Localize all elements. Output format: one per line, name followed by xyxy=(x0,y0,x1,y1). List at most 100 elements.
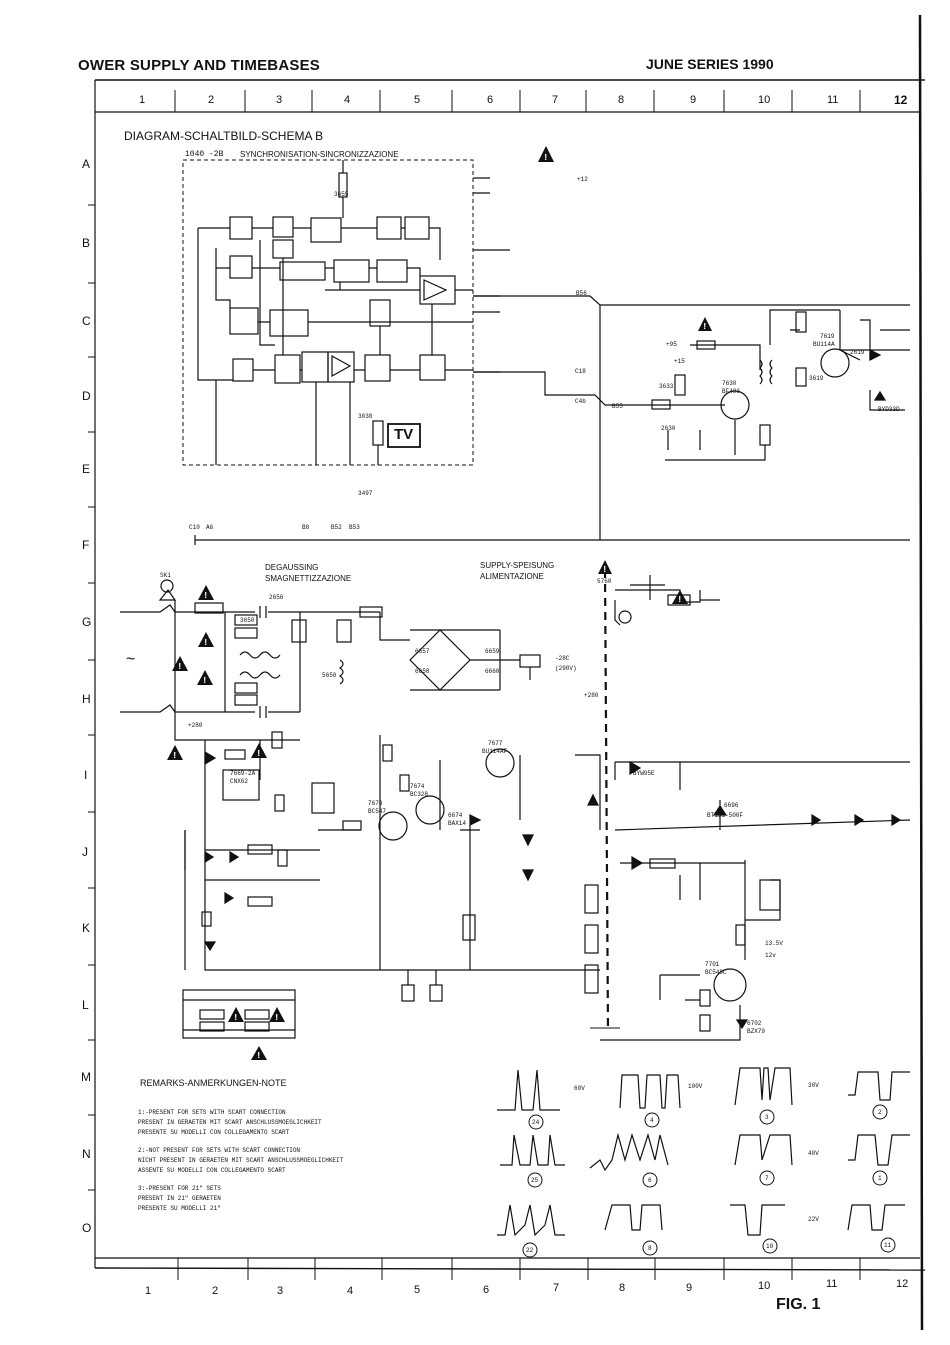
row-letter: M xyxy=(81,1070,91,1084)
column-number: 6 xyxy=(487,94,494,106)
component-label: B52 xyxy=(331,524,342,531)
component-label: 6674 xyxy=(448,812,463,819)
ac-mains-symbol: ~ xyxy=(126,651,136,668)
row-letter: F xyxy=(82,538,90,552)
waveform-6 xyxy=(589,1132,669,1172)
column-number: 9 xyxy=(686,1282,693,1294)
component-label: 7619 xyxy=(820,333,835,340)
component-label: 3497 xyxy=(358,490,373,497)
row-letter: K xyxy=(82,921,91,935)
waveform-number: 2 xyxy=(878,1109,882,1116)
svg-text:!: ! xyxy=(602,565,607,575)
component-label: +280 xyxy=(188,722,203,729)
svg-text:!: ! xyxy=(543,153,548,163)
component-label: BF483 xyxy=(722,388,741,395)
waveform-2 xyxy=(848,1071,910,1101)
column-number: 2 xyxy=(208,94,215,106)
row-letter: G xyxy=(82,615,92,629)
column-number: 8 xyxy=(618,94,625,106)
component-label: BT151-500F xyxy=(707,812,744,819)
component-label: 6702 xyxy=(747,1020,762,1027)
row-letter: E xyxy=(82,462,91,476)
waveform-number: 7 xyxy=(765,1175,769,1182)
component-label: 3619 xyxy=(809,375,824,382)
row-letter: D xyxy=(82,389,91,403)
row-letter: H xyxy=(82,692,91,706)
series-label: JUNE SERIES 1990 xyxy=(646,56,774,72)
svg-text:!: ! xyxy=(203,591,208,601)
column-number: 10 xyxy=(758,1280,771,1292)
waveform-number: 22 xyxy=(526,1247,534,1254)
remark-line: PRESENTE SU MODELLI CON COLLEGAMENTO SCA… xyxy=(138,1129,290,1136)
waveform-4 xyxy=(619,1074,681,1109)
component-label: 2656 xyxy=(269,594,284,601)
degauss-title-2: SMAGNETTIZZAZIONE xyxy=(265,574,352,583)
remark-line: PRESENT IN GERAETEN MIT SCART ANSCHLUSSM… xyxy=(138,1119,322,1126)
column-number: 3 xyxy=(277,1285,284,1297)
waveform-24 xyxy=(497,1069,560,1111)
waveform-number: 25 xyxy=(531,1177,539,1184)
component-label: 7669-2A xyxy=(230,770,256,777)
column-number: 5 xyxy=(414,94,421,106)
waveform-amplitude: 40V xyxy=(808,1150,819,1157)
column-number: 8 xyxy=(619,1282,626,1294)
component-label: 6659 xyxy=(485,648,500,655)
column-number: 5 xyxy=(414,1284,421,1296)
row-letter: O xyxy=(82,1221,92,1235)
column-number: 7 xyxy=(552,94,559,106)
waveform-3 xyxy=(734,1067,793,1106)
waveform-22 xyxy=(497,1204,565,1237)
remark-line: 1:-PRESENT FOR SETS WITH SCART CONNECTIO… xyxy=(138,1109,286,1116)
component-label: SK1 xyxy=(160,572,171,579)
component-label: BC548C xyxy=(705,969,727,976)
diagram-title: DIAGRAM-SCHALTBILD-SCHEMA B xyxy=(124,129,324,143)
sync-section-title: SYNCHRONISATION-SINCRONIZZAZIONE xyxy=(240,150,399,159)
component-label: BZX79 xyxy=(747,1028,766,1035)
remark-line: ASSENTE SU MODELLI CON COLLEGAMENTO SCAR… xyxy=(138,1167,286,1174)
component-label: 7701 xyxy=(705,961,720,968)
component-label: 3038 xyxy=(358,413,373,420)
waveform-10 xyxy=(730,1204,785,1236)
waveform-number: 8 xyxy=(648,1245,652,1252)
column-number: 7 xyxy=(553,1282,560,1294)
component-label: 7677 xyxy=(488,740,503,747)
waveform-number: 1 xyxy=(878,1175,882,1182)
svg-text:!: ! xyxy=(203,638,208,648)
waveform-number: 6 xyxy=(648,1177,652,1184)
column-number: 11 xyxy=(827,94,839,106)
component-label: 3650 xyxy=(240,617,255,624)
waveform-8 xyxy=(604,1204,663,1231)
column-number: 9 xyxy=(690,94,697,106)
component-label: BYW95E xyxy=(633,770,655,777)
waveform-11 xyxy=(847,1204,905,1231)
component-label: 7630 xyxy=(722,380,737,387)
figure-label: FIG. 1 xyxy=(776,1296,821,1313)
degauss-title-1: DEGAUSSING xyxy=(265,563,319,572)
component-label: +95 xyxy=(666,341,677,348)
remark-line: 2:-NOT PRESENT FOR SETS WITH SCART CONNE… xyxy=(138,1147,301,1154)
page-header-title: OWER SUPPLY AND TIMEBASES xyxy=(78,57,320,74)
sync-module-code: 1040 -2B xyxy=(185,150,224,159)
component-label: 6660 xyxy=(485,668,500,675)
component-label: CNX62 xyxy=(230,778,249,785)
component-label: (290V) xyxy=(555,665,577,672)
row-letter: I xyxy=(84,768,88,782)
waveform-number: 3 xyxy=(765,1114,769,1121)
waveform-25 xyxy=(500,1134,565,1166)
component-label: C4b xyxy=(575,398,586,405)
column-number: 2 xyxy=(212,1285,219,1297)
waveform-1 xyxy=(848,1134,910,1166)
component-label: BAX14 xyxy=(448,820,467,827)
svg-text:!: ! xyxy=(256,749,261,759)
waveform-number: 11 xyxy=(884,1242,892,1249)
tv-label: TV xyxy=(394,426,414,443)
svg-text:!: ! xyxy=(702,322,707,332)
supply-title-1: SUPPLY-SPEISUNG xyxy=(480,561,555,570)
column-number: 4 xyxy=(344,94,351,106)
supply-title-2: ALIMENTAZIONE xyxy=(480,572,544,581)
row-letter: C xyxy=(82,314,91,328)
remark-line: NICHT PRESENT IN GERAETEN MIT SCART ANSC… xyxy=(138,1157,344,1164)
waveform-amplitude: 100V xyxy=(688,1083,703,1090)
